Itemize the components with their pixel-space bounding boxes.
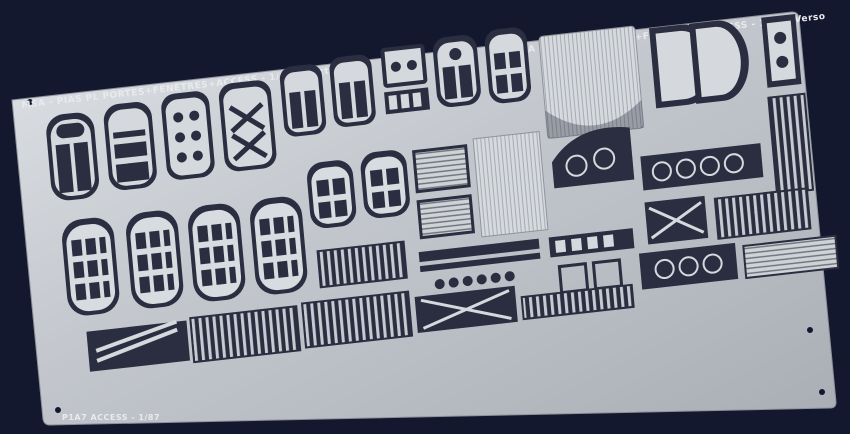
right-section xyxy=(538,13,840,290)
fret-hole xyxy=(807,327,813,333)
fret-hole xyxy=(27,99,33,105)
accessories-middle xyxy=(418,228,635,295)
window-row-lower xyxy=(62,130,549,316)
fence-row-bottom xyxy=(86,283,635,372)
fret-hole xyxy=(55,407,61,413)
fret-hole xyxy=(819,389,825,395)
fret-label-bottom: P1A7 ACCESS - 1/87 xyxy=(62,413,160,422)
door-row-top xyxy=(46,27,532,201)
